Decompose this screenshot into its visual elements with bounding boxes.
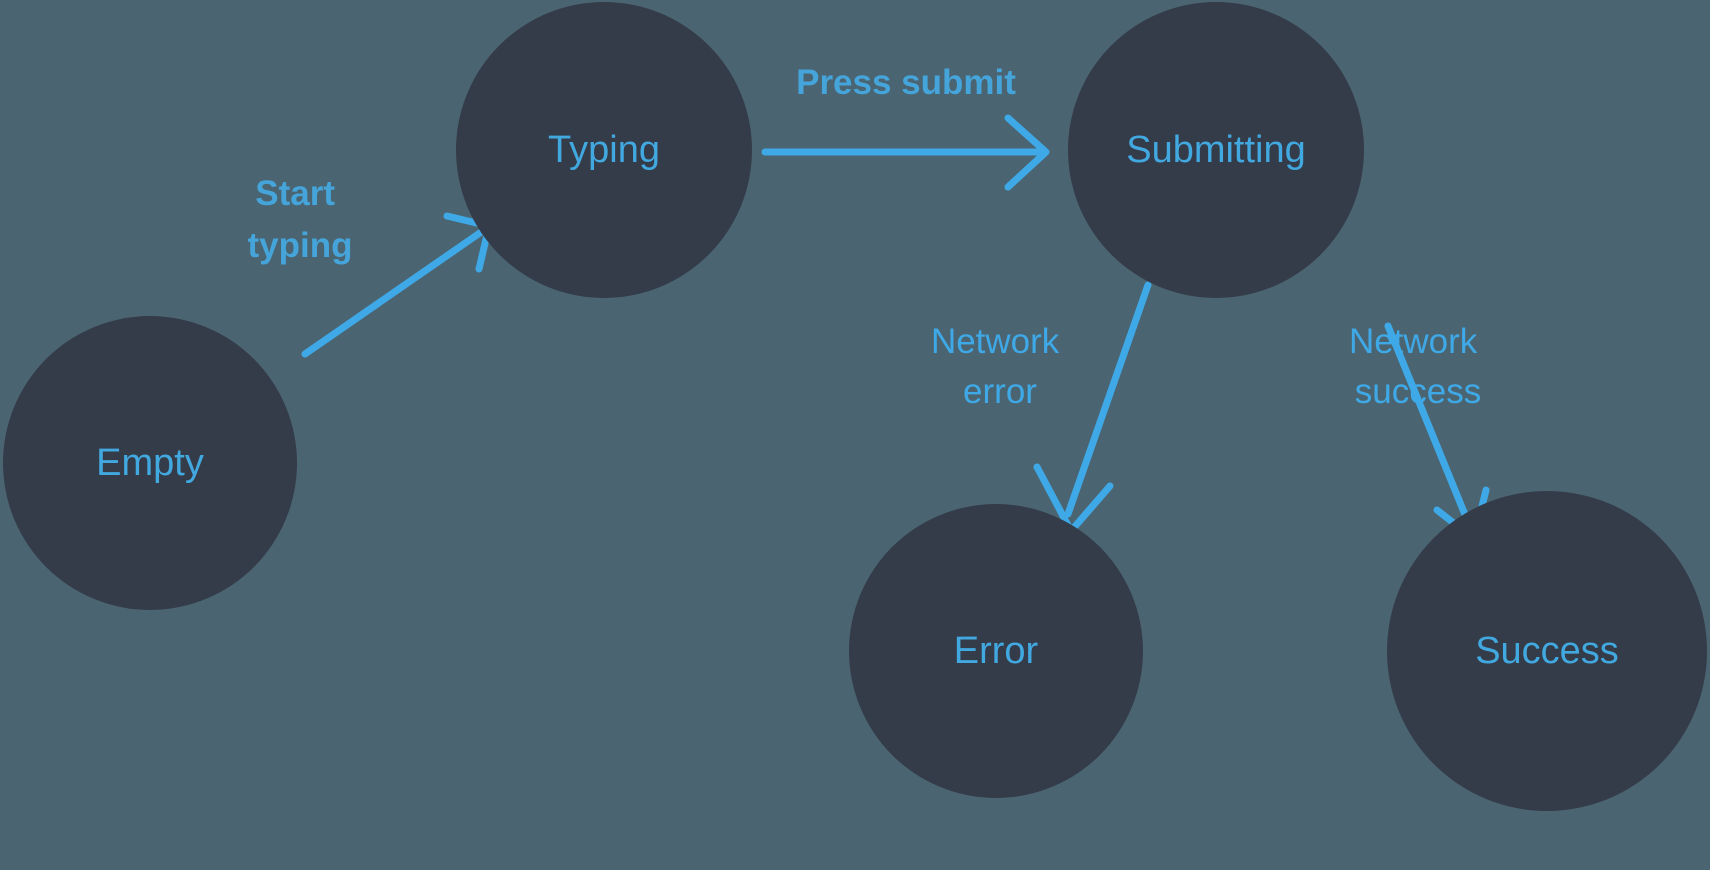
edge-network-error-line [1064,281,1152,518]
edge-network-success-line [1384,322,1472,526]
edge-network-success-label-line-2: success [1355,372,1481,411]
state-node-error-label: Error [954,630,1039,672]
edge-network-success: Network success [1349,322,1490,543]
edge-network-error: Network error [931,281,1152,535]
edge-start-typing-label-line-1: Start [255,174,335,213]
edge-start-typing-line [301,224,491,358]
edge-network-error-label: Network error [931,322,1069,411]
state-node-success-circle[interactable] [1387,491,1707,811]
edge-start-typing: Start typing [248,174,493,358]
state-node-error-circle[interactable] [849,504,1143,798]
edge-network-success-label: Network success [1349,322,1487,411]
edge-start-typing-label-line-2: typing [248,226,353,265]
edge-press-submit-arrowhead [1004,114,1050,191]
state-node-submitting-label: Submitting [1126,129,1306,171]
state-node-error[interactable]: Error [849,504,1143,798]
state-node-empty-label: Empty [96,442,204,484]
edge-network-error-label-line-2: error [963,372,1037,411]
edge-network-success-label-line-1: Network [1349,322,1478,361]
state-node-typing[interactable]: Typing [456,2,752,298]
state-node-typing-circle[interactable] [456,2,752,298]
state-node-success-label: Success [1475,630,1619,672]
state-node-submitting-circle[interactable] [1068,2,1364,298]
edge-press-submit-label: Press submit [796,63,1016,102]
state-node-empty[interactable]: Empty [3,316,297,610]
state-node-success[interactable]: Success [1387,491,1707,811]
edge-start-typing-label: Start typing [248,174,353,265]
state-node-typing-label: Typing [548,129,660,171]
edge-press-submit: Press submit [761,63,1050,191]
state-node-submitting[interactable]: Submitting [1068,2,1364,298]
state-node-empty-circle[interactable] [3,316,297,610]
edge-network-error-label-line-1: Network [931,322,1060,361]
